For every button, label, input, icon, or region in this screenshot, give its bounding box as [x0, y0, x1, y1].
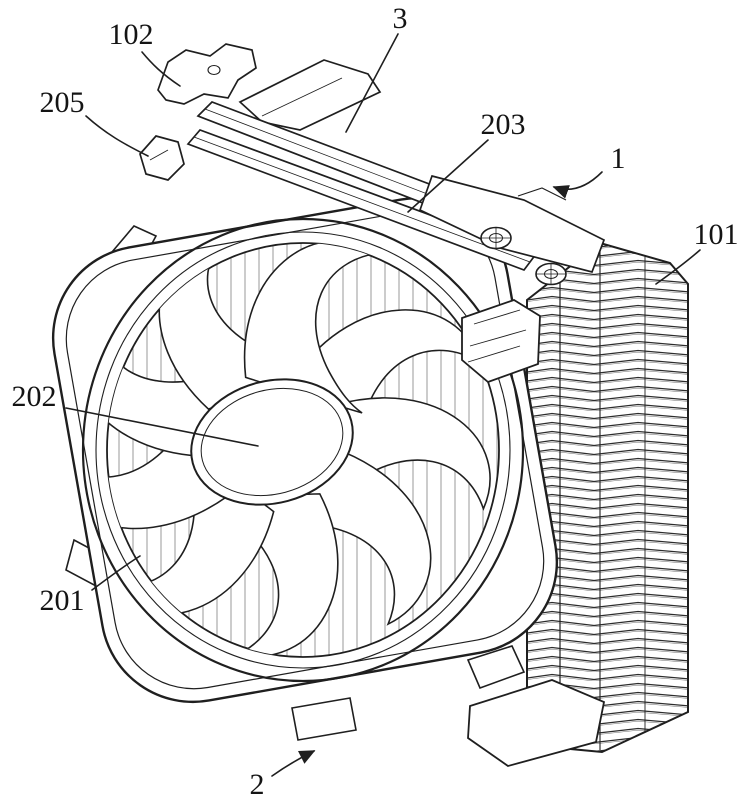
fan-clip-205: [139, 135, 185, 181]
label-2: 2: [250, 768, 265, 800]
label-205: 205: [40, 86, 85, 119]
spring-screw-right: [535, 262, 567, 286]
fan-frame-tab-bottom-right: [466, 645, 526, 690]
leader-102: [141, 51, 181, 87]
retention-bar-lower-ridge: [193, 136, 531, 263]
leader-1-arrow: [552, 171, 603, 199]
top-clip-plate-ridge: [261, 77, 343, 117]
label-101: 101: [694, 218, 739, 251]
label-202: 202: [12, 380, 57, 413]
leader-lines: [65, 33, 701, 777]
leader-205: [85, 115, 149, 157]
label-203: 203: [481, 108, 526, 141]
heatsink-fin-stack: [526, 241, 689, 754]
mount-plate-top-tab: [517, 187, 567, 201]
label-201: 201: [40, 584, 85, 617]
fan-latch-bracket: [461, 299, 541, 384]
fan-hub-outer: [190, 378, 354, 506]
leader-201: [91, 555, 141, 591]
label-102: 102: [109, 18, 154, 51]
spring-screw-left: [480, 226, 512, 250]
leader-203: [407, 139, 489, 213]
leader-101: [655, 249, 701, 285]
leader-202: [65, 407, 259, 447]
leader-3: [345, 33, 399, 133]
fan-hub: [190, 378, 354, 506]
flange-screw-hole: [207, 64, 221, 76]
mount-plate-right: [418, 174, 606, 274]
heatsink-outline: [526, 241, 689, 754]
leader-2-arrow: [271, 750, 316, 777]
heatsink-base-foot: [467, 679, 606, 767]
label-3: 3: [393, 2, 408, 35]
fan-hub-inner: [200, 387, 344, 497]
fan-frame-tab-bottom: [291, 697, 357, 741]
label-1: 1: [611, 142, 626, 175]
fan-ring-mid: [95, 231, 511, 669]
reference-numerals: 102 3 205 203 1 101 202 201 2: [12, 2, 739, 800]
fan-clip-ridge: [149, 149, 169, 161]
mount-flange-102: [157, 43, 257, 105]
top-clip-plate-3: [238, 59, 382, 131]
fan-ring-outer: [81, 217, 525, 683]
